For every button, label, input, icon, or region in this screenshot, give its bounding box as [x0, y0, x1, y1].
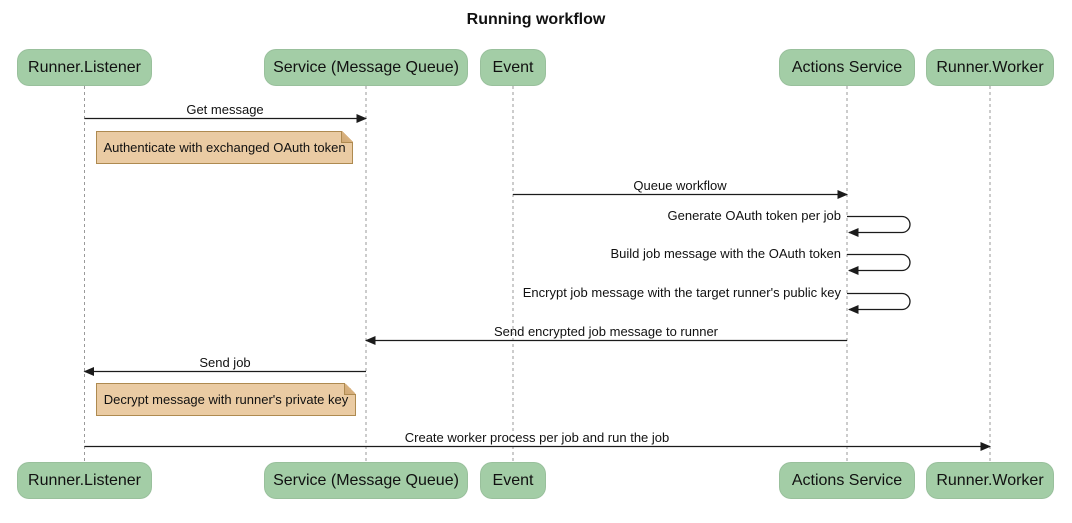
arrow-self-build-job-message	[847, 253, 911, 275]
message-label-generate-oauth-token: Generate OAuth token per job	[667, 208, 841, 223]
note-fold-icon	[341, 131, 353, 143]
arrow-self-encrypt-job-message	[847, 292, 911, 314]
actor-bottom-service-message-queue: Service (Message Queue)	[264, 462, 468, 499]
actor-label: Runner.Worker	[936, 471, 1044, 489]
actor-bottom-actions-service: Actions Service	[779, 462, 915, 499]
note-text: Authenticate with exchanged OAuth token	[103, 140, 346, 155]
message-label-get-message: Get message	[186, 102, 264, 117]
message-label-send-encrypted-job-message: Send encrypted job message to runner	[493, 324, 719, 339]
message-label-send-job: Send job	[199, 355, 251, 370]
actor-label: Runner.Listener	[28, 58, 141, 76]
arrow-self-generate-oauth-token	[847, 215, 911, 237]
note-authenticate-oauth: Authenticate with exchanged OAuth token	[96, 131, 353, 164]
actor-top-actions-service: Actions Service	[779, 49, 915, 86]
actor-bottom-event: Event	[480, 462, 546, 499]
message-label-create-worker-process: Create worker process per job and run th…	[404, 430, 670, 445]
actor-label: Service (Message Queue)	[273, 471, 459, 489]
message-label-queue-workflow: Queue workflow	[633, 178, 727, 193]
actor-label: Service (Message Queue)	[273, 58, 459, 76]
actor-label: Runner.Listener	[28, 471, 141, 489]
message-label-encrypt-job-message: Encrypt job message with the target runn…	[522, 285, 841, 300]
actor-top-runner-worker: Runner.Worker	[926, 49, 1054, 86]
diagram-title: Running workflow	[466, 11, 606, 28]
actor-label: Event	[492, 58, 534, 76]
actor-label: Actions Service	[791, 58, 903, 76]
note-decrypt-private-key: Decrypt message with runner's private ke…	[96, 383, 356, 416]
actor-bottom-runner-listener: Runner.Listener	[17, 462, 152, 499]
note-fold-icon	[344, 383, 356, 395]
actor-label: Event	[492, 471, 534, 489]
actor-top-service-message-queue: Service (Message Queue)	[264, 49, 468, 86]
actor-label: Actions Service	[791, 471, 903, 489]
note-text: Decrypt message with runner's private ke…	[103, 392, 349, 407]
actor-label: Runner.Worker	[936, 58, 1044, 76]
message-label-build-job-message: Build job message with the OAuth token	[610, 246, 841, 261]
actor-top-event: Event	[480, 49, 546, 86]
actor-top-runner-listener: Runner.Listener	[17, 49, 152, 86]
actor-bottom-runner-worker: Runner.Worker	[926, 462, 1054, 499]
